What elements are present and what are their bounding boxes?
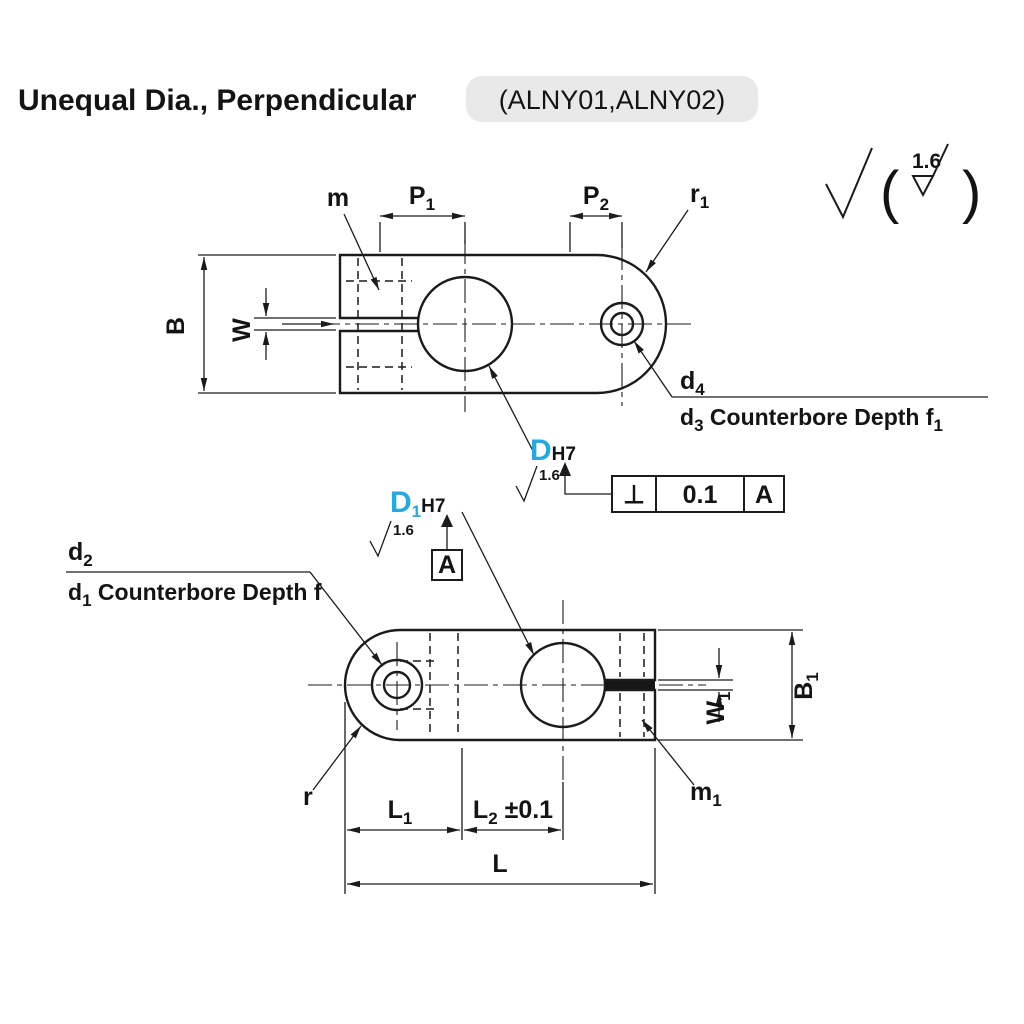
datum-box (431, 549, 463, 581)
label-bore-d: DH7 (530, 434, 576, 467)
label-bore-d1: D1H7 (390, 486, 445, 521)
label-l2: L2 ±0.1 (473, 796, 553, 828)
finish-value: 1.6 (912, 150, 941, 173)
ext-lines-b (198, 254, 336, 394)
fcf-datum-cell (743, 475, 785, 513)
part-code-badge (466, 76, 758, 122)
feature-control-frame: ⊥ 0.1 A (559, 462, 785, 513)
datum-label: A (438, 551, 456, 579)
label-w1: W1 (702, 691, 734, 724)
fcf-symbol: ⊥ (623, 481, 645, 509)
object-outline (343, 628, 657, 742)
finish-value-d1: 1.6 (393, 522, 414, 539)
hidden-lines (400, 633, 645, 737)
ext-lines-p2 (569, 222, 623, 252)
leader-m (343, 213, 380, 291)
label-m1: m1 (690, 778, 722, 810)
ext-lines-w1 (658, 679, 733, 691)
surface-finish-check-icon (825, 147, 873, 220)
finish-value-d: 1.6 (539, 467, 560, 484)
leader-bore-d (488, 365, 534, 452)
label-p2: P2 (583, 182, 609, 214)
datum-a: A (431, 514, 463, 581)
top-view: B W m P1 P2 r1 d4 d3 Counterbore Depth f… (162, 180, 988, 513)
finish-triangle-icon (911, 175, 935, 198)
counterbore-inner-circle (382, 670, 412, 700)
surface-finish-d1: 1.6 (369, 520, 414, 558)
ext-lines-p1 (379, 222, 466, 252)
label-d4: d4 (680, 367, 705, 399)
fcf-value: 0.1 (683, 481, 718, 509)
leader-bore-d1 (461, 511, 535, 656)
ext-lines-b1 (658, 629, 803, 741)
label-r: r (303, 783, 313, 811)
object-outline (338, 253, 668, 395)
surface-finish-note: ( 1.6 ) (825, 143, 981, 225)
fcf-datum: A (755, 481, 773, 509)
fcf-arrow-icon (559, 462, 571, 476)
datum-triangle-icon (441, 514, 453, 527)
label-l1: L1 (388, 796, 413, 828)
label-b1: B1 (790, 672, 822, 700)
finish-slash (932, 143, 949, 177)
bore-d1-circle (519, 641, 607, 729)
label-l: L (492, 850, 507, 878)
open-paren: ( (880, 160, 899, 225)
hidden-lines (346, 258, 412, 390)
leader-d2 (309, 571, 383, 666)
slit-fill (604, 681, 655, 689)
label-d2: d2 (68, 538, 93, 570)
leader-m1 (641, 719, 695, 786)
center-lines (316, 240, 696, 412)
finish-check-icon (369, 520, 392, 558)
bottom-view: D1H7 1.6 A d2 d1 Counterbore Depth f r m… (66, 486, 822, 894)
counterbore-inner-circle (609, 311, 635, 337)
fcf-leader (564, 476, 612, 495)
leader-r1 (645, 209, 689, 273)
surface-finish-d: 1.6 (515, 465, 560, 503)
leader-r (312, 725, 362, 791)
label-m: m (327, 184, 349, 212)
label-b: B (162, 317, 190, 335)
bore-d-circle (416, 275, 514, 373)
ext-lines-w (254, 317, 336, 331)
close-paren: ) (962, 160, 981, 225)
label-r1: r1 (690, 180, 709, 212)
finish-check-icon (515, 465, 538, 503)
ext-lines-l (344, 702, 656, 894)
counterbore-outer-circle (370, 658, 424, 712)
label-d3-counterbore: d3 Counterbore Depth f1 (680, 404, 943, 435)
leader-d4 (633, 340, 673, 398)
part-code-label: (ALNY01,ALNY02) (499, 85, 726, 115)
label-p1: P1 (409, 182, 435, 214)
page-title: Unequal Dia., Perpendicular (18, 84, 417, 117)
counterbore-outer-circle (599, 301, 645, 347)
label-w: W (228, 318, 256, 342)
label-d1-counterbore: d1 Counterbore Depth f (68, 579, 322, 610)
